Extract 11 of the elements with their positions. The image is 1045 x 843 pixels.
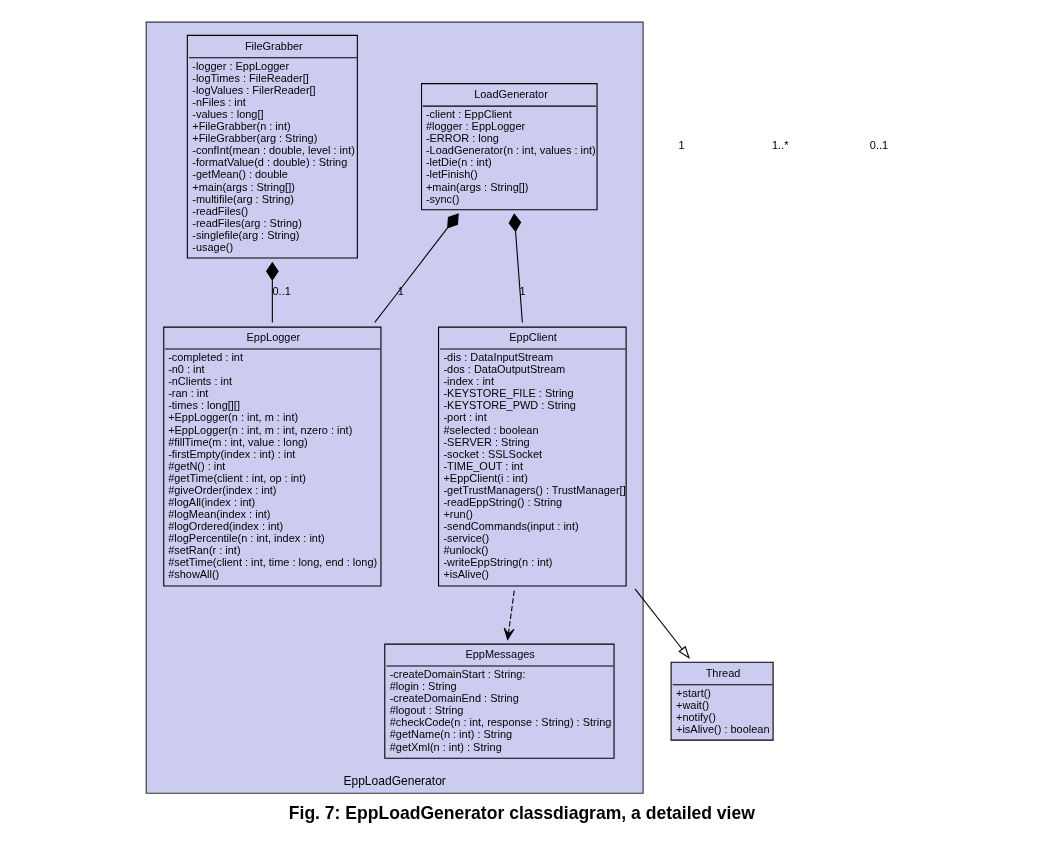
caption: Fig. 7: EppLoadGenerator classdiagram, a detailed view xyxy=(288,802,755,823)
label: 1..* xyxy=(771,138,788,151)
connector xyxy=(265,261,279,323)
edge-label: 0..1 xyxy=(272,284,291,297)
label: 1 xyxy=(677,138,685,151)
connector xyxy=(508,212,523,323)
label: 0..1 xyxy=(869,138,888,151)
edge-label: 1 xyxy=(518,284,525,297)
connector xyxy=(373,212,459,323)
arrow xyxy=(633,587,690,659)
arrow xyxy=(503,589,515,640)
